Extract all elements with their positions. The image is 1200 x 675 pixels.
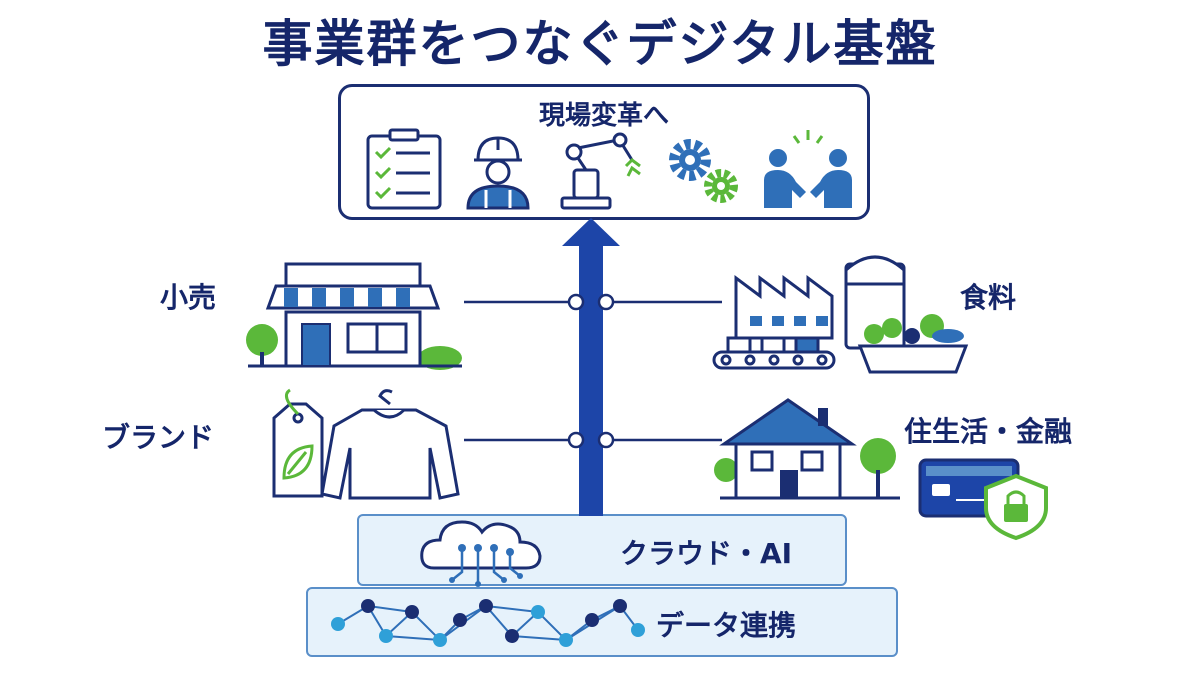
house-icon [714,398,900,500]
robot-arm-icon [560,132,641,210]
connector-food [597,293,722,311]
store-icon [246,262,462,370]
price-tag-icon [272,388,324,498]
upward-arrow [562,218,620,516]
connector-living [597,431,722,449]
security-shield-icon [984,473,1048,541]
vegetable-basket-icon [857,314,969,374]
data-network-icon [331,599,645,647]
brand-label: ブランド [102,421,215,454]
cloud-circuit-icon [420,520,542,587]
cloud-ai-label: クラウド・AI [620,537,793,570]
living-finance-label: 住生活・金融 [904,415,1073,448]
handshake-icon [764,130,852,208]
factory-icon [734,275,834,340]
checklist-icon [366,128,442,210]
worker-icon [466,136,530,210]
gears-icon [669,139,738,203]
page-title: 事業群をつなぐデジタル基盤 [262,15,938,73]
connector-retail [464,293,585,311]
conveyor-icon [712,336,836,370]
data-link-layer [306,587,898,657]
field-transformation-title: 現場変革へ [538,101,669,131]
retail-label: 小売 [160,281,217,314]
data-link-label: データ連携 [656,609,797,642]
connector-brand [464,431,585,449]
sweater-icon [320,389,460,500]
food-label: 食料 [960,281,1017,314]
